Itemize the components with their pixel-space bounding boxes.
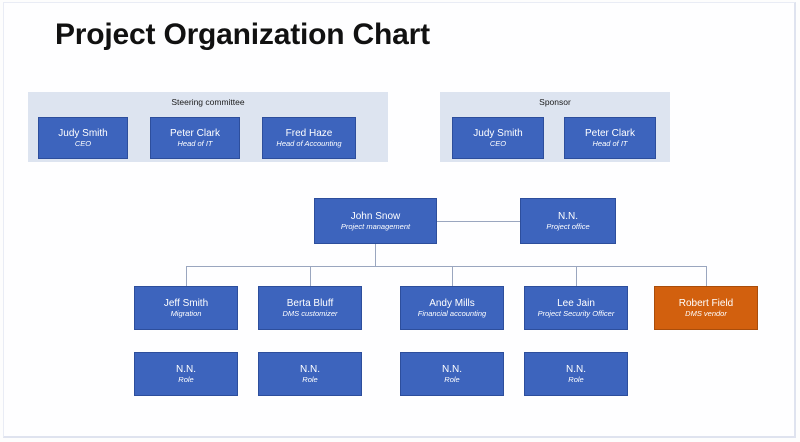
node-role: Project management [340, 221, 411, 231]
node-team-member-3[interactable]: N.N. Role [400, 352, 504, 396]
node-role: Role [178, 374, 194, 384]
node-steering-judy-smith[interactable]: Judy Smith CEO [38, 117, 128, 159]
node-team-member-1[interactable]: N.N. Role [134, 352, 238, 396]
node-role: Migration [170, 308, 202, 318]
node-name: Judy Smith [58, 127, 108, 139]
connector-drop-jeff-smith [186, 266, 187, 286]
node-name: Fred Haze [285, 127, 333, 139]
node-name: N.N. [558, 210, 578, 222]
node-role: Financial accounting [417, 308, 487, 318]
group-label-sponsor: Sponsor [539, 97, 571, 107]
node-steering-fred-haze[interactable]: Fred Haze Head of Accounting [262, 117, 356, 159]
node-project-office[interactable]: N.N. Project office [520, 198, 616, 244]
node-steering-peter-clark[interactable]: Peter Clark Head of IT [150, 117, 240, 159]
node-name: Judy Smith [473, 127, 523, 139]
node-role: DMS vendor [685, 308, 727, 318]
node-jeff-smith[interactable]: Jeff Smith Migration [134, 286, 238, 330]
node-name: Peter Clark [584, 127, 635, 139]
connector-drop-from-management [375, 244, 376, 266]
node-andy-mills[interactable]: Andy Mills Financial accounting [400, 286, 504, 330]
node-name: John Snow [350, 210, 401, 222]
node-role: Project Security Officer [537, 308, 615, 318]
node-name: Lee Jain [557, 297, 595, 309]
node-name: Andy Mills [429, 297, 475, 309]
node-name: Peter Clark [169, 127, 220, 139]
node-robert-field[interactable]: Robert Field DMS vendor [654, 286, 758, 330]
node-name: Robert Field [678, 297, 734, 309]
node-name: Berta Bluff [286, 297, 334, 309]
node-role: Head of IT [592, 138, 628, 148]
connector-drop-robert-field [706, 266, 707, 286]
node-role: Role [568, 374, 584, 384]
node-role: Project office [546, 221, 590, 231]
node-name: N.N. [442, 363, 462, 375]
node-role: CEO [74, 138, 92, 148]
connector-drop-berta-bluff [310, 266, 311, 286]
connector-drop-lee-jain [576, 266, 577, 286]
node-team-member-2[interactable]: N.N. Role [258, 352, 362, 396]
node-berta-bluff[interactable]: Berta Bluff DMS customizer [258, 286, 362, 330]
node-role: Role [302, 374, 318, 384]
node-name: N.N. [300, 363, 320, 375]
node-name: Jeff Smith [163, 297, 209, 309]
node-lee-jain[interactable]: Lee Jain Project Security Officer [524, 286, 628, 330]
page-title: Project Organization Chart [55, 18, 430, 51]
connector-bus-team-leads [186, 266, 706, 267]
node-role: Head of Accounting [276, 138, 342, 148]
node-role: Head of IT [177, 138, 213, 148]
node-name: N.N. [176, 363, 196, 375]
node-john-snow[interactable]: John Snow Project management [314, 198, 437, 244]
connector-management-horizontal [437, 221, 520, 222]
node-role: CEO [489, 138, 507, 148]
node-name: N.N. [566, 363, 586, 375]
node-role: DMS customizer [282, 308, 338, 318]
connector-drop-andy-mills [452, 266, 453, 286]
group-label-steering-committee: Steering committee [171, 97, 245, 107]
node-sponsor-judy-smith[interactable]: Judy Smith CEO [452, 117, 544, 159]
node-role: Role [444, 374, 460, 384]
node-team-member-4[interactable]: N.N. Role [524, 352, 628, 396]
node-sponsor-peter-clark[interactable]: Peter Clark Head of IT [564, 117, 656, 159]
